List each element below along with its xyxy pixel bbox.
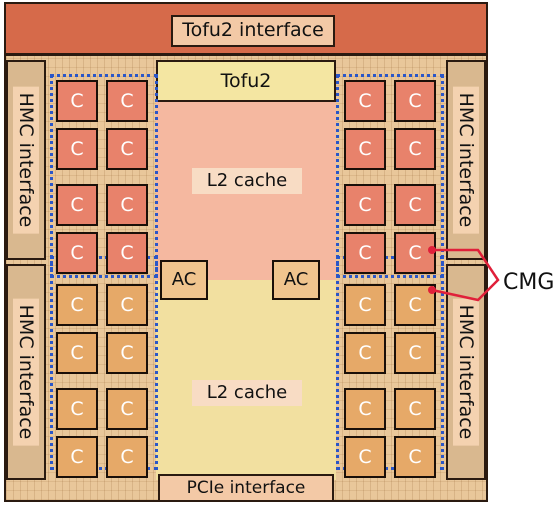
callout-dot [428,286,436,294]
cmg-label: CMG [503,270,554,295]
callout-bracket [432,250,498,300]
callout-dot [428,246,436,254]
